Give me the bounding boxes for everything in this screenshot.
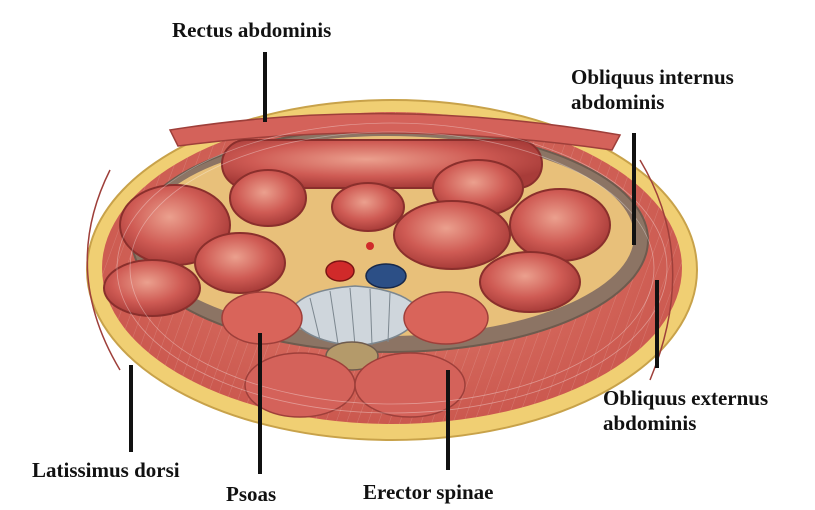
label-psoas: Psoas	[226, 482, 276, 507]
label-obliquus-externus-line1: Obliquus externus	[603, 386, 768, 411]
label-obliquus-internus: Obliquus internus abdominis	[571, 65, 734, 115]
label-obliquus-internus-line1: Obliquus internus	[571, 65, 734, 90]
label-obliquus-internus-line2: abdominis	[571, 90, 734, 115]
label-obliquus-externus: Obliquus externus abdominis	[603, 386, 768, 436]
inferior-vena-cava	[366, 264, 406, 288]
psoas-muscle-right	[404, 292, 488, 344]
label-erector-spinae: Erector spinae	[363, 480, 493, 505]
label-rectus-abdominis: Rectus abdominis	[172, 18, 331, 43]
aorta	[326, 261, 354, 281]
label-obliquus-externus-line2: abdominis	[603, 411, 768, 436]
label-latissimus-dorsi: Latissimus dorsi	[32, 458, 180, 483]
